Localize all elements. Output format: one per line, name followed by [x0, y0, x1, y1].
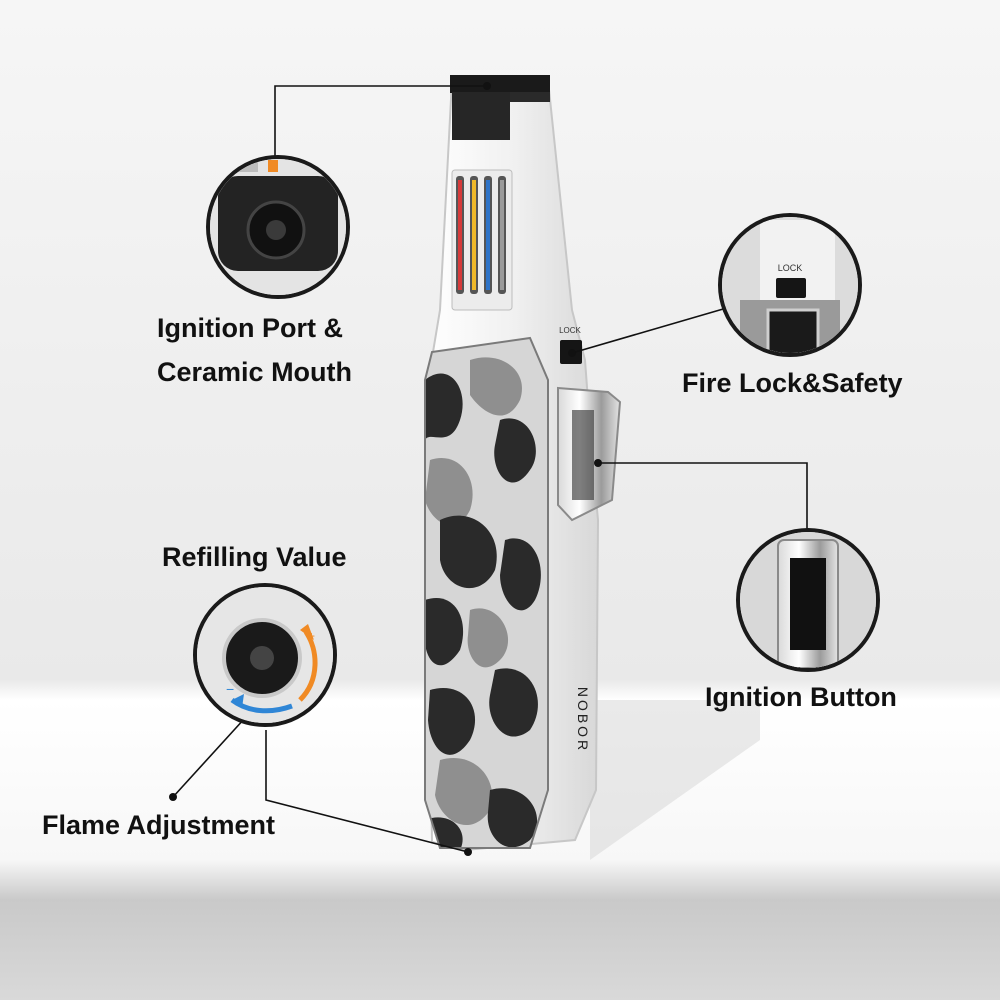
stripe-red	[458, 180, 462, 290]
detail-fire-lock: LOCK	[718, 213, 862, 357]
stripe-blue	[486, 180, 490, 290]
stripe-yellow	[472, 180, 476, 290]
svg-text:LOCK: LOCK	[778, 263, 803, 273]
lock-engraving: LOCK	[559, 326, 581, 335]
label-ignition-port-line1: Ignition Port &	[157, 313, 343, 343]
detail-ignition-button	[736, 528, 880, 672]
detail-refilling-valve: + −	[193, 583, 337, 727]
callout-lines	[172, 85, 808, 853]
nozzle-cap	[450, 75, 550, 93]
label-ignition-button: Ignition Button	[705, 682, 897, 712]
svg-text:+: +	[308, 629, 315, 643]
line-ignition-port	[274, 85, 487, 162]
label-fire-lock: Fire Lock&Safety	[682, 368, 903, 398]
floor-shadow	[590, 700, 760, 860]
ignition-port-nozzle	[452, 92, 510, 140]
line-ignition-button	[598, 462, 808, 540]
label-ignition-port-line2: Ceramic Mouth	[157, 357, 353, 387]
line-flame-adjustment	[172, 717, 246, 798]
label-ignition-port: Ignition Port & Ceramic Mouth	[157, 306, 397, 394]
line-fire-lock	[571, 306, 731, 354]
vent-slots	[451, 169, 513, 311]
label-refilling-valve: Refilling Value	[162, 542, 347, 572]
label-flame-adjustment: Flame Adjustment	[42, 810, 276, 840]
brand-logo-text: NOBOR	[575, 687, 591, 753]
camo-grip	[425, 338, 548, 848]
detail-ignition-port	[206, 155, 350, 299]
torch-lighter: LOCK NOBOR	[423, 75, 622, 852]
svg-text:−: −	[226, 681, 234, 697]
line-refilling-valve	[265, 730, 469, 853]
